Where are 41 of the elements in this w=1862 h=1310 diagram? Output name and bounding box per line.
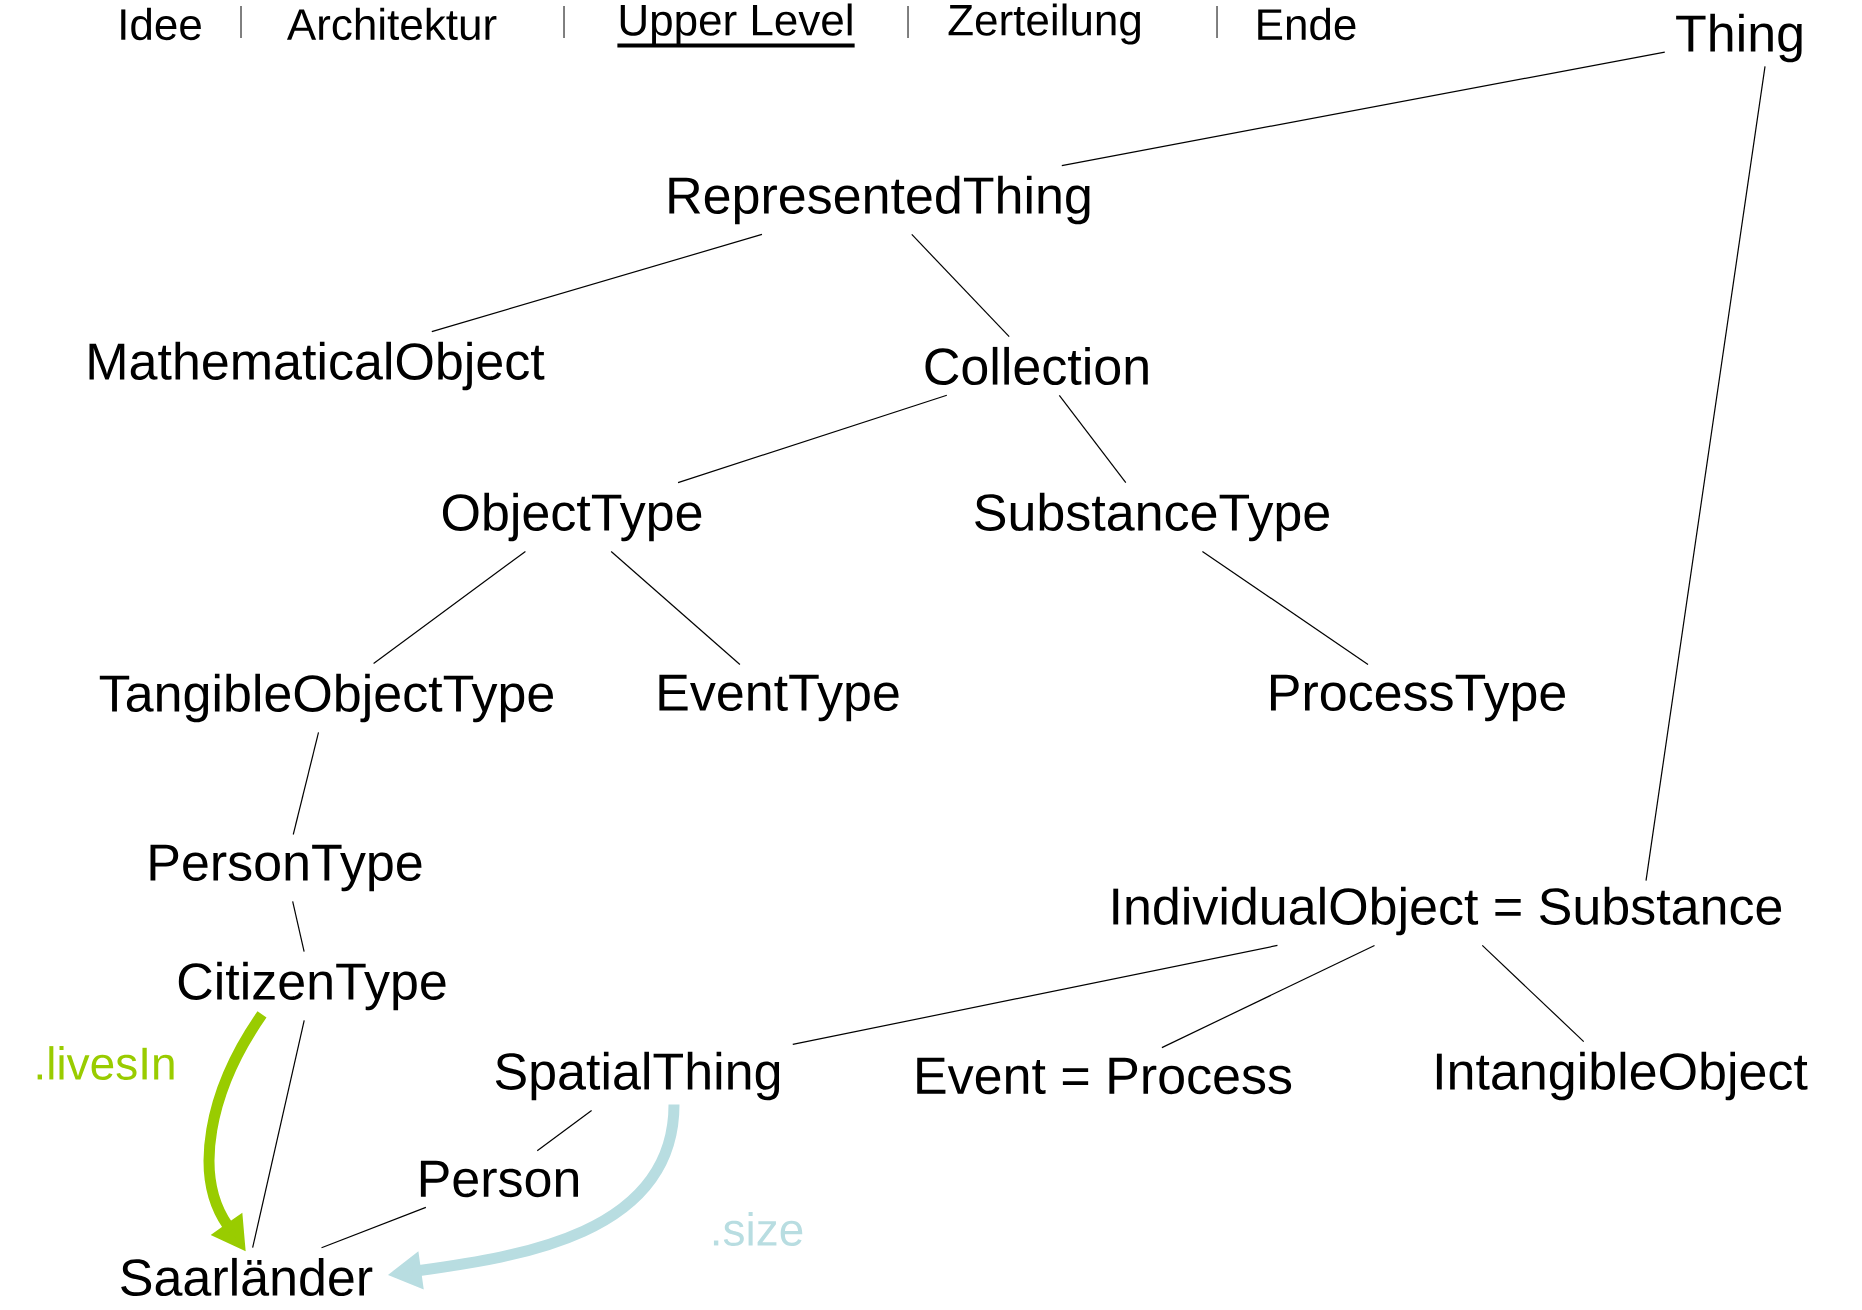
connector-line	[252, 1019, 305, 1249]
class-label: EventType	[659, 674, 899, 722]
class-label: Collection	[925, 346, 1148, 386]
class-label: MathematicalObject	[89, 341, 545, 391]
connector-line	[1645, 65, 1766, 882]
class-label: ProcessType	[1271, 674, 1565, 722]
class-label: RepresentedThing	[669, 175, 1090, 225]
class-label: IntangibleObject	[1436, 1051, 1808, 1101]
menu-item: Ende	[1258, 7, 1356, 41]
menu-item: Architektur	[286, 7, 497, 41]
class-label: Thing	[1676, 13, 1802, 63]
class-label: SpatialThing	[495, 1051, 780, 1101]
connector-line	[431, 233, 763, 333]
connector-line	[1201, 550, 1369, 666]
connector-line	[1481, 944, 1585, 1043]
connector-line	[320, 1206, 427, 1249]
connector-line	[1058, 394, 1127, 484]
connector-line	[792, 944, 1279, 1046]
class-label: Event = Process	[917, 1057, 1292, 1095]
connector-line	[292, 900, 305, 953]
edge-label: .livesIn	[37, 1046, 174, 1080]
connector-line	[1061, 51, 1666, 167]
menu-item: Idee	[121, 7, 201, 41]
class-label: PersonType	[150, 844, 422, 892]
connector-line	[911, 233, 1010, 338]
class-label: TangibleObjectType	[99, 673, 553, 723]
edge-label: .size	[713, 1212, 803, 1246]
connector-line	[610, 550, 741, 666]
class-label: ObjectType	[442, 492, 702, 542]
connector-line	[373, 550, 526, 665]
connector-line	[1161, 944, 1376, 1049]
connector-line	[536, 1109, 593, 1152]
connector-line	[292, 731, 320, 836]
menu-item: Upper Level	[617, 3, 855, 48]
connector-line	[677, 394, 948, 484]
class-label: SubstanceType	[975, 492, 1329, 542]
class-label: Saarländer	[121, 1257, 373, 1297]
class-label: Person	[420, 1160, 578, 1198]
class-label: IndividualObject = Substance	[1113, 886, 1782, 936]
class-label: CitizenType	[178, 961, 446, 1011]
menu-item: Zerteilung	[948, 3, 1140, 45]
